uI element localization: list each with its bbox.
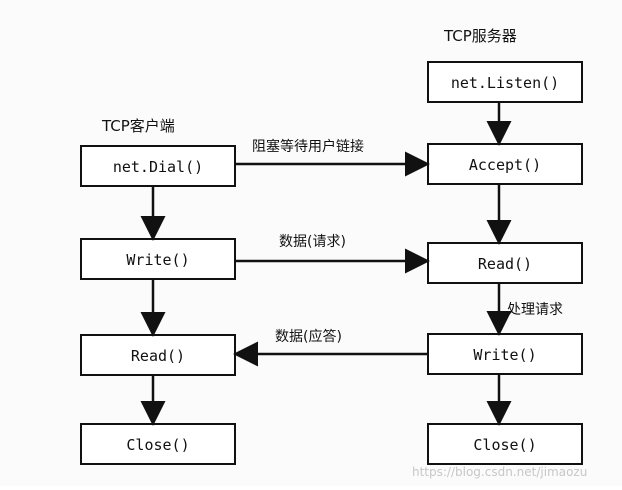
client-write-label: Write()	[126, 251, 189, 269]
server-write-label: Write()	[473, 346, 536, 364]
server-read-box	[427, 242, 583, 284]
server-read-label: Read()	[478, 255, 532, 273]
process-request-label: 处理请求	[507, 302, 563, 318]
server-close-box	[427, 423, 583, 465]
data-request-label: 数据(请求)	[279, 234, 346, 250]
client-title: TCP客户端	[101, 117, 175, 135]
data-response-label: 数据(应答)	[275, 328, 342, 345]
server-listen-label: net.Listen()	[451, 74, 559, 92]
watermark-text: https://blog.csdn.net/jimaozu	[412, 465, 587, 479]
server-close-label: Close()	[473, 436, 536, 454]
server-title: TCP服务器	[443, 27, 517, 45]
client-dial-label: net.Dial()	[113, 158, 203, 176]
client-close-box	[80, 423, 236, 465]
block-wait-label: 阻塞等待用户链接	[252, 138, 364, 155]
server-accept-label: Accept()	[469, 156, 541, 174]
client-read-label: Read()	[131, 347, 185, 365]
client-write-box	[80, 238, 236, 280]
client-dial-box	[80, 145, 236, 187]
client-close-label: Close()	[126, 436, 189, 454]
server-listen-box	[427, 61, 583, 103]
